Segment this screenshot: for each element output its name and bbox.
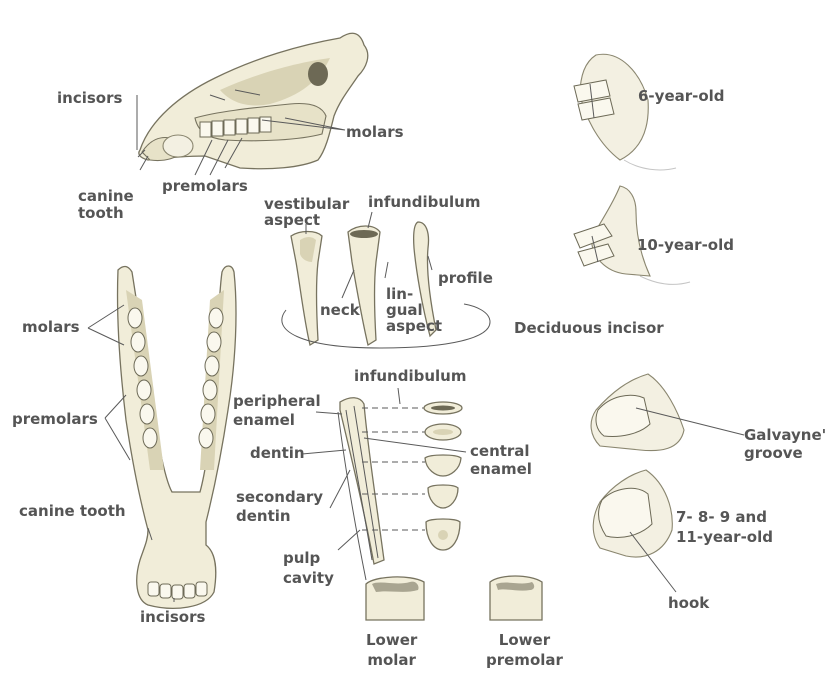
label-skull-incisors: incisors bbox=[57, 90, 122, 107]
label-secondary-dentin: secondary dentin bbox=[236, 488, 323, 526]
label-neck: neck bbox=[320, 302, 360, 319]
label-hook: hook bbox=[668, 595, 709, 612]
label-skull-premolars: premolars bbox=[162, 178, 248, 195]
label-pulp-cavity: pulp cavity bbox=[283, 548, 334, 588]
label-dentin: dentin bbox=[250, 445, 305, 462]
label-deciduous-incisor: Deciduous incisor bbox=[514, 320, 664, 337]
mandible-illustration bbox=[88, 266, 236, 608]
lower-molar-illustration bbox=[366, 576, 542, 620]
label-lower-molar: Lower molar bbox=[366, 630, 417, 670]
label-age-10: 10-year-old bbox=[637, 237, 734, 254]
hook-illustration bbox=[593, 470, 676, 592]
label-infundibulum-section: infundibulum bbox=[354, 368, 466, 385]
label-jaw-molars: molars bbox=[22, 319, 80, 336]
horse-skull-illustration bbox=[137, 33, 368, 175]
label-jaw-premolars: premolars bbox=[12, 411, 98, 428]
label-jaw-incisors: incisors bbox=[140, 609, 205, 626]
age-10-illustration bbox=[574, 186, 650, 276]
galvayne-groove-illustration bbox=[591, 374, 744, 451]
label-profile: profile bbox=[438, 270, 493, 287]
label-infundibulum-top: infundibulum bbox=[368, 194, 480, 211]
label-age-6: 6-year-old bbox=[638, 88, 725, 105]
label-lower-premolar: Lower premolar bbox=[486, 630, 563, 670]
label-central-enamel: central enamel bbox=[470, 442, 532, 478]
label-skull-canine: canine tooth bbox=[78, 188, 134, 222]
label-vestibular-aspect: vestibular aspect bbox=[264, 196, 349, 228]
label-age-7-11: 7- 8- 9 and 11-year-old bbox=[676, 507, 773, 547]
label-skull-molars: molars bbox=[346, 124, 404, 141]
label-galvayne-groove: Galvayne's groove bbox=[744, 426, 825, 462]
label-lingual-aspect: lin- gual aspect bbox=[386, 286, 442, 334]
label-peripheral-enamel: peripheral enamel bbox=[233, 392, 321, 430]
age-6-illustration bbox=[574, 54, 648, 160]
label-jaw-canine: canine tooth bbox=[19, 503, 126, 520]
